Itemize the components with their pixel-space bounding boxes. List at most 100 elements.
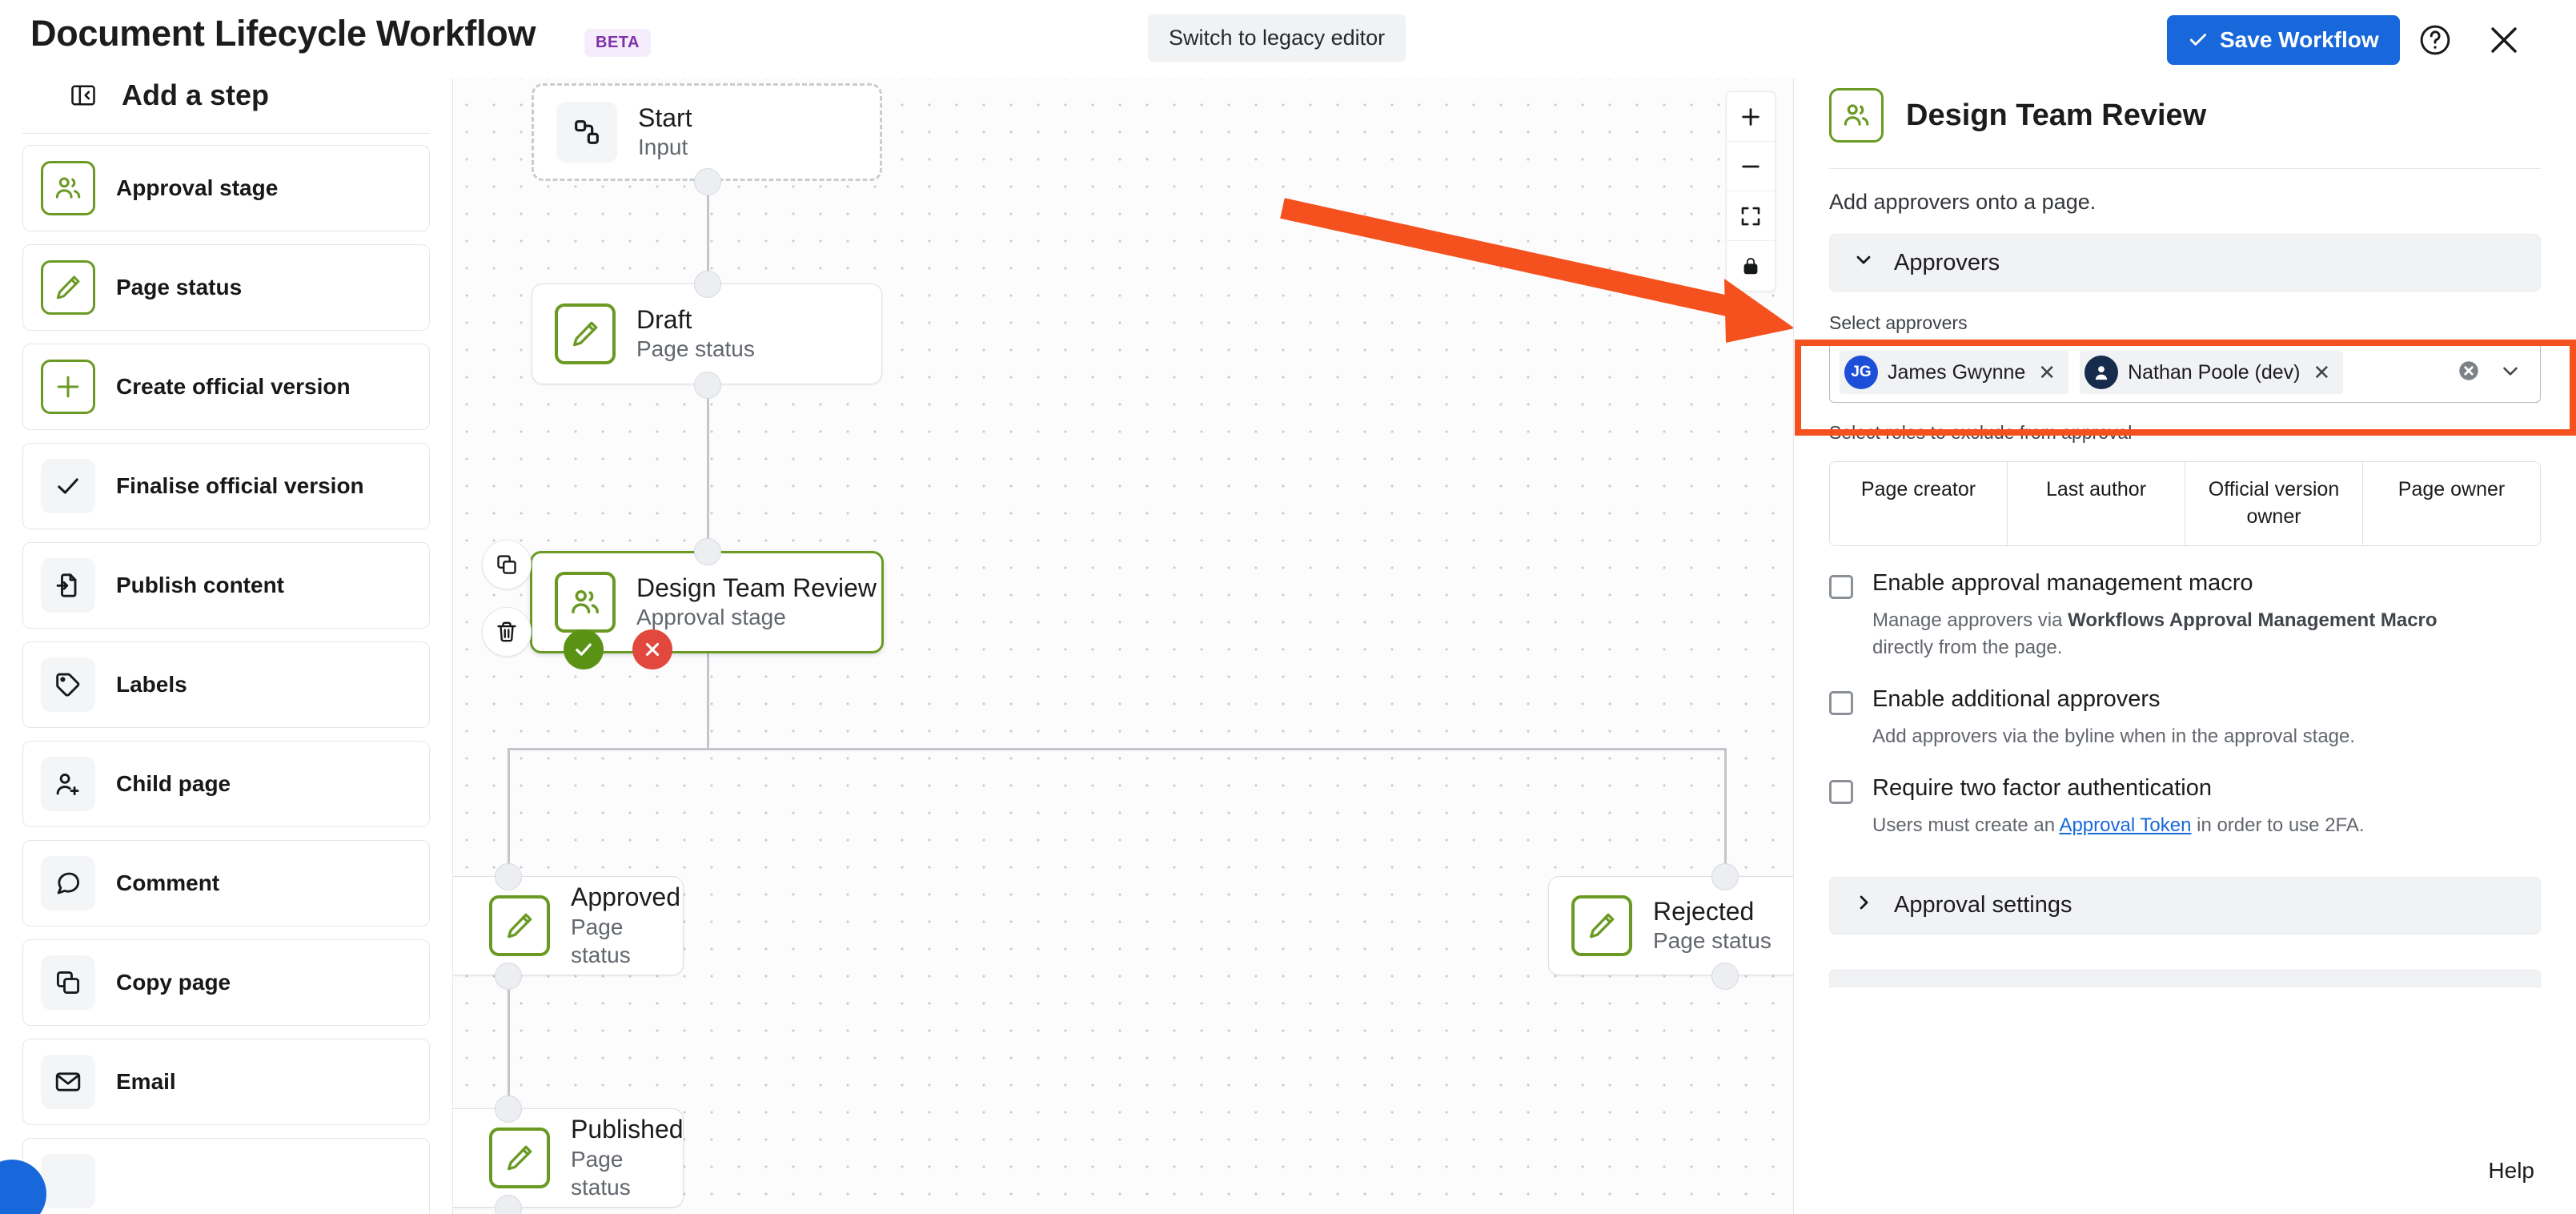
step-item-child-page[interactable]: Child page (22, 741, 430, 827)
close-icon[interactable] (2485, 21, 2523, 59)
select-approvers-field: Select approvers JG James Gwynne ✕ Natha… (1794, 291, 2576, 403)
exclude-roles-label: Select roles to exclude from approval (1829, 422, 2133, 443)
zoom-in-icon[interactable] (1727, 92, 1775, 142)
avatar (2084, 356, 2119, 389)
node-port-published-bottom[interactable] (495, 1195, 522, 1214)
duplicate-node-button[interactable] (482, 540, 532, 589)
node-port-review-top[interactable] (694, 538, 721, 565)
checkbox-row-approval-management-macro[interactable]: Enable approval management macro (1794, 546, 2576, 599)
checkbox-enable-approval-management-macro[interactable] (1829, 574, 1853, 599)
zoom-out-icon[interactable] (1727, 142, 1775, 191)
node-text: Start Input (638, 103, 692, 162)
canvas-node-rejected[interactable]: Rejected Page status (1548, 876, 1793, 975)
step-item-approval-stage[interactable]: Approval stage (22, 145, 430, 231)
checkbox-help-text: Manage approvers via Workflows Approval … (1794, 599, 2498, 663)
step-label: Finalise official version (116, 473, 364, 498)
step-item-partial[interactable] (22, 1138, 430, 1214)
panel-collapse-icon[interactable] (69, 81, 98, 110)
role-option-official-version-owner[interactable]: Official version owner (2185, 462, 2363, 545)
chevron-down-icon[interactable] (2498, 359, 2522, 387)
canvas-node-start[interactable]: Start Input (532, 83, 882, 181)
step-item-create-official-version[interactable]: Create official version (22, 344, 430, 430)
check-icon (41, 459, 95, 513)
role-option-page-creator[interactable]: Page creator (1830, 462, 2008, 545)
step-item-comment[interactable]: Comment (22, 840, 430, 927)
flow-start-icon (556, 102, 617, 163)
node-subtitle: Input (638, 135, 688, 160)
node-title: Start (638, 103, 692, 132)
plus-icon (41, 360, 95, 414)
users-icon (41, 161, 95, 215)
step-item-labels[interactable]: Labels (22, 641, 430, 728)
pencil-icon (489, 895, 550, 956)
help-bold: Workflows Approval Management Macro (2068, 609, 2438, 631)
pencil-icon (41, 260, 95, 315)
edge-draft-to-review (707, 384, 709, 551)
node-text: Approved Page status (571, 882, 683, 969)
save-workflow-button[interactable]: Save Workflow (2167, 15, 2400, 65)
fit-view-icon[interactable] (1727, 191, 1775, 241)
clear-all-icon[interactable] (2457, 359, 2481, 387)
help-link[interactable]: Help (2488, 1158, 2534, 1183)
users-icon (1829, 88, 1884, 143)
chevron-down-icon (1852, 248, 1875, 277)
remove-approver-icon[interactable]: ✕ (2038, 360, 2056, 384)
approver-token: Nathan Poole (dev) ✕ (2080, 351, 2344, 394)
page-title: Document Lifecycle Workflow (30, 13, 536, 54)
node-port-rejected-top[interactable] (1711, 863, 1739, 890)
node-title: Design Team Review (636, 573, 877, 602)
reject-badge[interactable] (632, 629, 672, 669)
approvers-input[interactable]: JG James Gwynne ✕ Nathan Poole (dev) ✕ (1829, 342, 2541, 403)
role-option-page-owner[interactable]: Page owner (2363, 462, 2540, 545)
envelope-icon (41, 1055, 95, 1109)
panel-header: Design Team Review (1794, 64, 2576, 143)
canvas-node-design-team-review[interactable]: Design Team Review Approval stage (530, 551, 884, 653)
node-port-published-top[interactable] (495, 1095, 522, 1123)
next-section-partial[interactable] (1829, 969, 2541, 987)
checkbox-row-additional-approvers[interactable]: Enable additional approvers (1794, 662, 2576, 716)
publish-doc-icon (41, 558, 95, 613)
canvas-node-published[interactable]: Published Page status (453, 1108, 684, 1208)
canvas-node-draft[interactable]: Draft Page status (532, 283, 882, 384)
checkbox-require-two-factor-authentication[interactable] (1829, 779, 1853, 804)
canvas-node-approved[interactable]: Approved Page status (453, 876, 684, 975)
node-title: Published (571, 1115, 684, 1144)
node-port-draft-bottom[interactable] (694, 372, 721, 399)
step-item-publish-content[interactable]: Publish content (22, 542, 430, 629)
node-subtitle: Page status (636, 336, 755, 362)
question-circle-icon[interactable] (2418, 22, 2453, 58)
approvers-accordion-header[interactable]: Approvers (1829, 234, 2541, 291)
edge-branch-left-down (508, 748, 510, 876)
approve-badge[interactable] (564, 629, 604, 669)
workflow-canvas[interactable]: Start Input Draft Page status Design Tea… (453, 64, 1793, 1214)
node-port-rejected-bottom[interactable] (1711, 963, 1739, 990)
node-port-approved-top[interactable] (495, 863, 522, 890)
beta-badge: BETA (584, 29, 651, 57)
pencil-icon (1571, 895, 1632, 956)
checkbox-enable-additional-approvers[interactable] (1829, 691, 1853, 716)
approver-name: James Gwynne (1888, 360, 2026, 384)
step-item-page-status[interactable]: Page status (22, 244, 430, 331)
switch-to-legacy-editor-button[interactable]: Switch to legacy editor (1148, 14, 1406, 62)
edge-review-branch (508, 748, 1726, 750)
step-item-email[interactable]: Email (22, 1039, 430, 1125)
delete-node-button[interactable] (482, 607, 532, 657)
remove-approver-icon[interactable]: ✕ (2313, 360, 2331, 384)
approval-settings-accordion-header[interactable]: Approval settings (1829, 876, 2541, 935)
lock-icon[interactable] (1727, 241, 1775, 291)
node-port-draft-top[interactable] (694, 271, 721, 298)
node-port-start-bottom[interactable] (694, 168, 721, 195)
step-item-finalise-official-version[interactable]: Finalise official version (22, 443, 430, 529)
node-port-approved-bottom[interactable] (495, 963, 522, 990)
pencil-icon (489, 1128, 550, 1188)
approver-token: JG James Gwynne ✕ (1840, 351, 2069, 394)
checkbox-row-two-factor-auth[interactable]: Require two factor authentication (1794, 751, 2576, 804)
select-approvers-label: Select approvers (1829, 312, 1968, 333)
step-label: Create official version (116, 374, 351, 399)
approval-token-link[interactable]: Approval Token (2059, 814, 2192, 836)
approval-settings-label: Approval settings (1894, 892, 2072, 919)
step-item-copy-page[interactable]: Copy page (22, 939, 430, 1026)
role-option-last-author[interactable]: Last author (2008, 462, 2185, 545)
edge-approved-to-published (508, 975, 510, 1108)
